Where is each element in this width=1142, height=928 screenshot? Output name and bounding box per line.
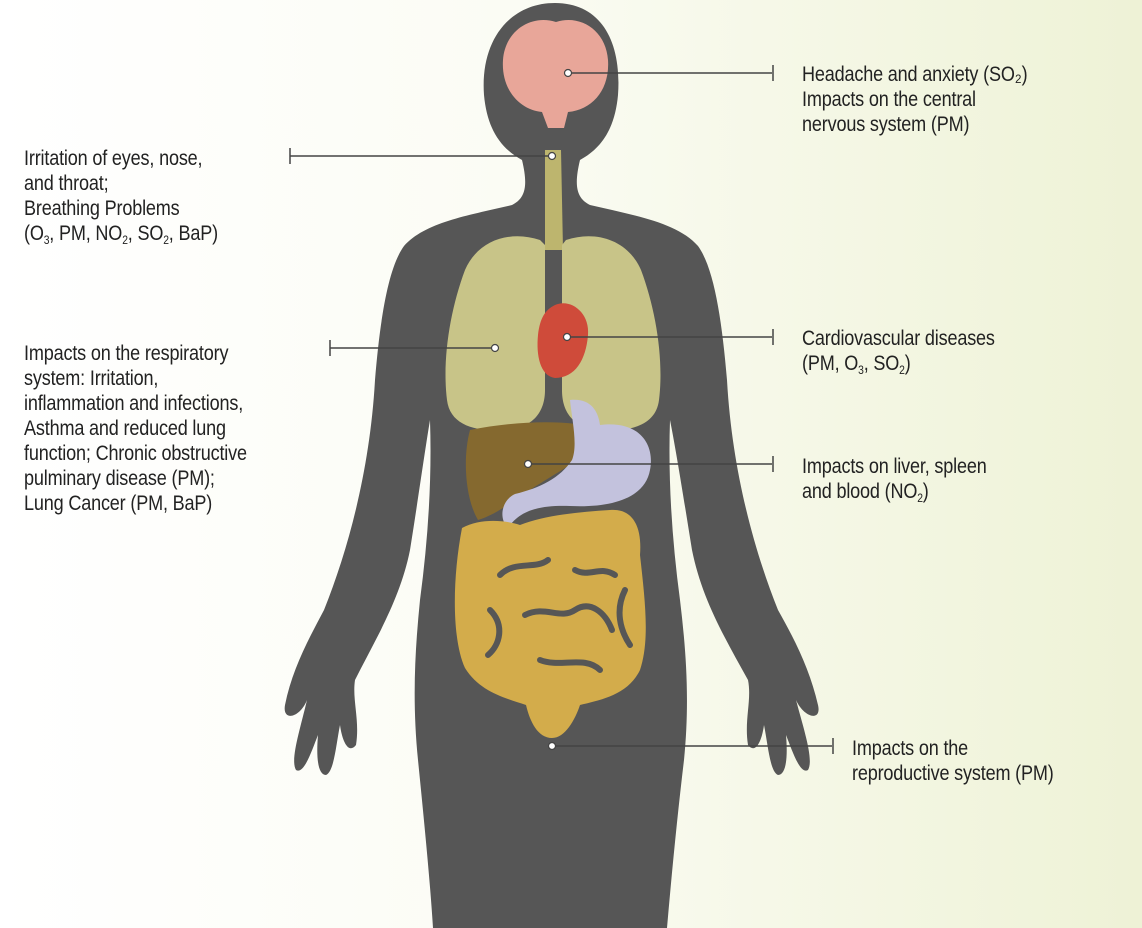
respiratory-effects-label: Impacts on the respiratory system: Irrit… xyxy=(24,341,247,516)
label-line: (PM, O3, SO2) xyxy=(802,351,995,376)
label-line: function; Chronic obstructive xyxy=(24,441,247,466)
liver-effects-label: Impacts on liver, spleen and blood (NO2) xyxy=(802,454,987,504)
lung-marker-dot xyxy=(492,345,499,352)
label-line: Impacts on the xyxy=(852,736,1054,761)
brain-marker-dot xyxy=(565,70,572,77)
label-line: reproductive system (PM) xyxy=(852,761,1054,786)
heart-marker-dot xyxy=(564,334,571,341)
throat-effects-label: Irritation of eyes, nose, and throat; Br… xyxy=(24,146,218,246)
label-line: Breathing Problems xyxy=(24,196,218,221)
label-text-part: , SO xyxy=(864,352,899,375)
label-text-part: ) xyxy=(923,480,929,503)
trachea-organ xyxy=(545,150,563,250)
label-line: (O3, PM, NO2, SO2, BaP) xyxy=(24,221,218,246)
cardio-effects-label: Cardiovascular diseases (PM, O3, SO2) xyxy=(802,326,995,376)
label-text-part: , PM, NO xyxy=(49,222,122,245)
label-line: inflammation and infections, xyxy=(24,391,247,416)
label-line: Impacts on liver, spleen xyxy=(802,454,987,479)
label-line: Impacts on the respiratory xyxy=(24,341,247,366)
throat-marker-dot xyxy=(549,153,556,160)
label-line: pulminary disease (PM); xyxy=(24,466,247,491)
reproductive-effects-label: Impacts on the reproductive system (PM) xyxy=(852,736,1054,786)
intestine-fold xyxy=(575,570,615,575)
label-text-part: (O xyxy=(24,222,44,245)
label-line: Impacts on the central xyxy=(802,87,1027,112)
label-text-part: , BaP) xyxy=(169,222,218,245)
brain-effects-label: Headache and anxiety (SO₂) Impacts on th… xyxy=(802,62,1027,137)
label-line: Asthma and reduced lung xyxy=(24,416,247,441)
label-line: Cardiovascular diseases xyxy=(802,326,995,351)
label-line: nervous system (PM) xyxy=(802,112,1027,137)
label-text-part: and blood (NO xyxy=(802,480,917,503)
label-line: Headache and anxiety (SO₂) xyxy=(802,62,1027,87)
label-text-part: (PM, O xyxy=(802,352,858,375)
label-line: Irritation of eyes, nose, xyxy=(24,146,218,171)
liver-marker-dot xyxy=(525,461,532,468)
label-line: and blood (NO2) xyxy=(802,479,987,504)
reproductive-marker-dot xyxy=(549,743,556,750)
label-line: and throat; xyxy=(24,171,218,196)
label-line: Lung Cancer (PM, BaP) xyxy=(24,491,247,516)
label-text-part: ) xyxy=(905,352,911,375)
label-line: system: Irritation, xyxy=(24,366,247,391)
label-text-part: , SO xyxy=(128,222,163,245)
